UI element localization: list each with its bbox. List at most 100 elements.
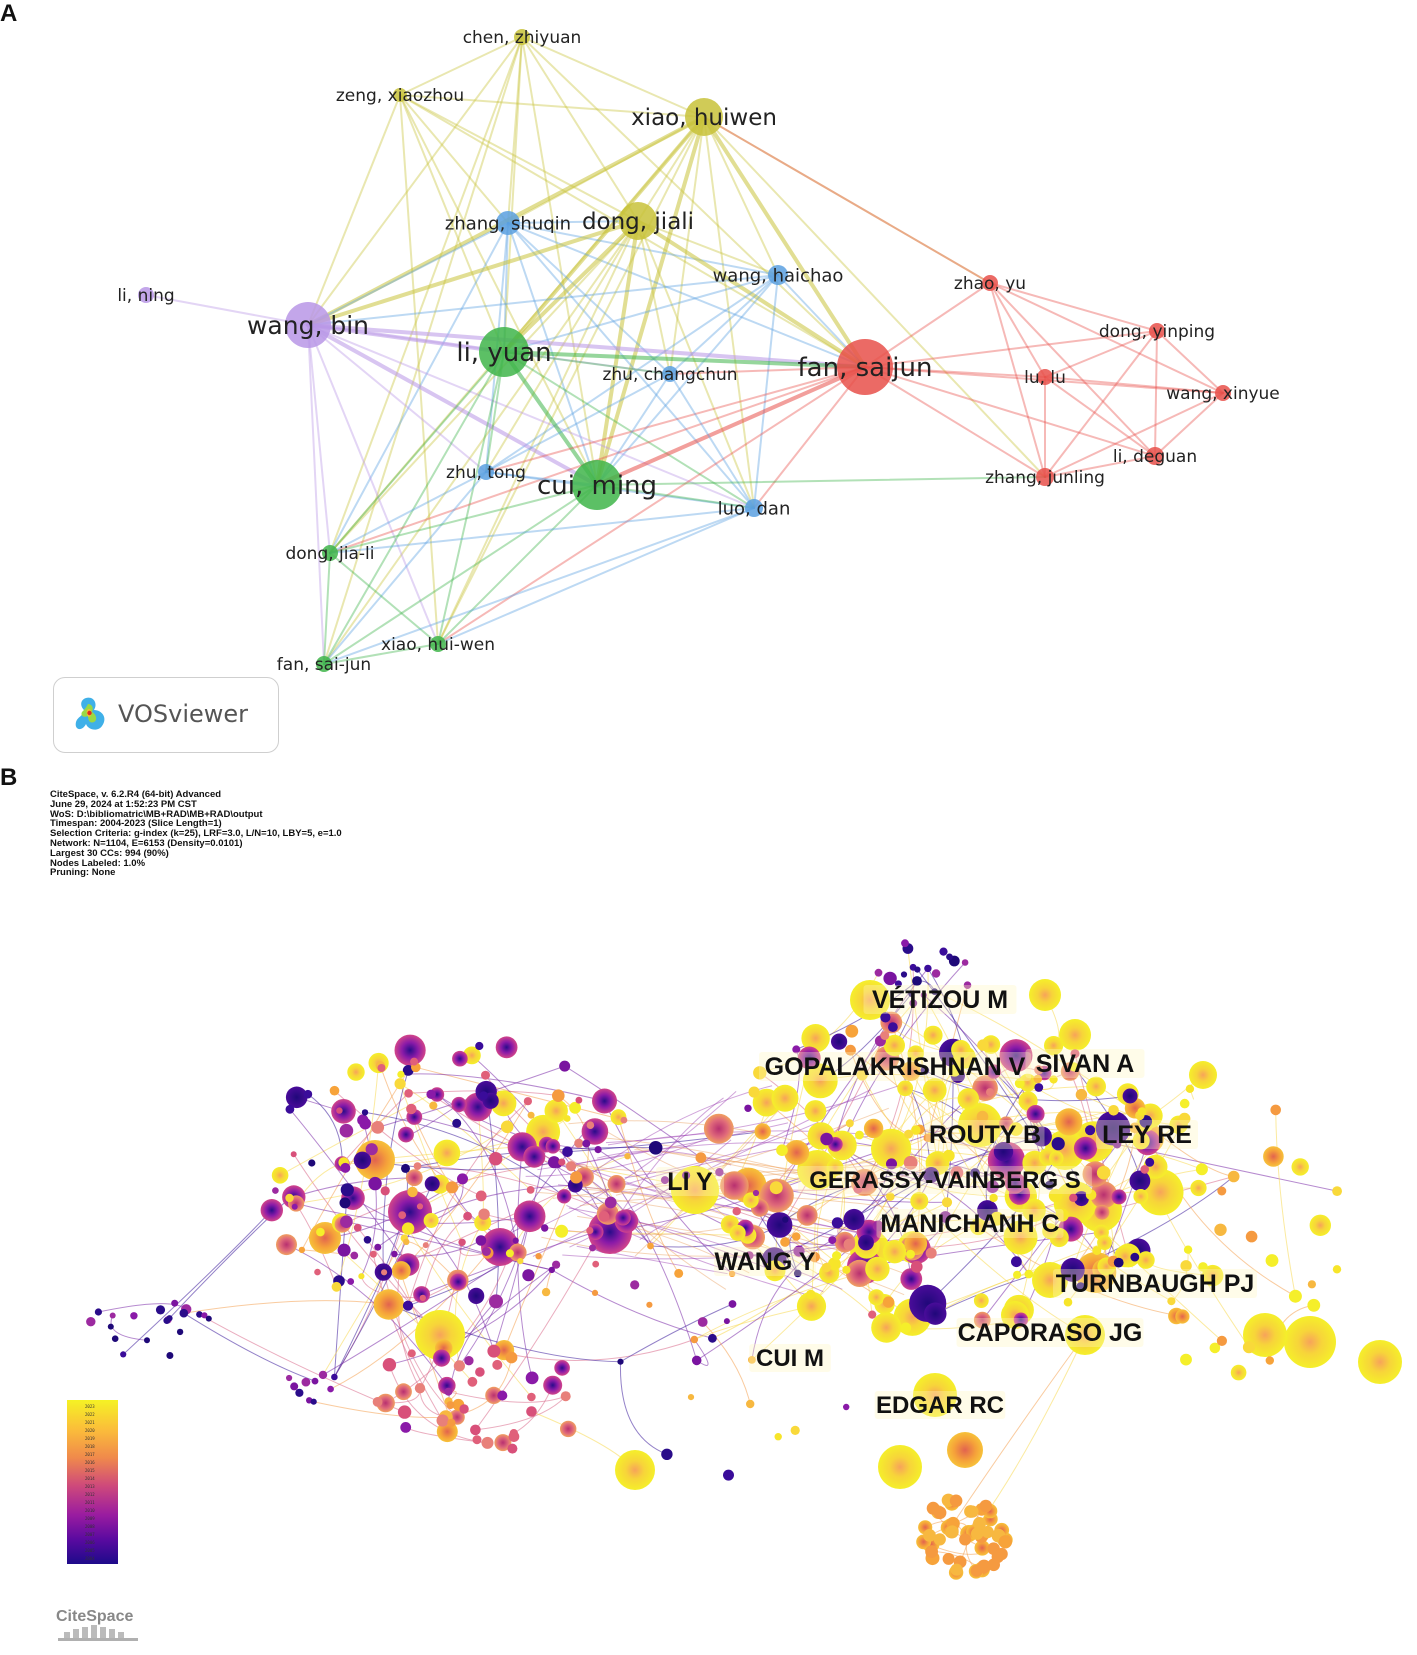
meta-line: Nodes Labeled: 1.0% xyxy=(50,857,146,869)
cs-node xyxy=(940,1519,957,1536)
cs-link xyxy=(932,1508,1002,1555)
cs-node xyxy=(901,1061,921,1081)
cs-link xyxy=(552,1161,913,1199)
vos-node xyxy=(837,339,893,395)
cs-node xyxy=(762,1247,787,1272)
cs-link xyxy=(937,1070,956,1203)
cs-node xyxy=(906,1249,915,1259)
cs-link xyxy=(755,1116,983,1194)
cs-node xyxy=(863,1118,884,1139)
cs-link xyxy=(1275,1109,1296,1297)
cs-link xyxy=(397,1238,421,1389)
cs-node xyxy=(953,1555,967,1569)
cs-node xyxy=(923,1133,932,1142)
cs-node xyxy=(784,1140,810,1165)
cs-label-bg xyxy=(863,985,1017,1014)
cs-link xyxy=(295,1203,337,1287)
vosviewer-badge-text: VOSviewer xyxy=(118,700,249,728)
cs-link xyxy=(702,1321,751,1405)
cs-node xyxy=(691,1355,702,1366)
cs-node xyxy=(475,1080,497,1103)
vos-link xyxy=(485,373,671,473)
vos-link xyxy=(989,282,1158,332)
cs-node xyxy=(303,1089,313,1099)
cs-node xyxy=(846,1259,874,1287)
vos-link xyxy=(703,116,1046,478)
cs-node xyxy=(871,1312,902,1343)
cs-link xyxy=(751,1239,833,1360)
cs-link xyxy=(841,962,966,1146)
cs-node xyxy=(1113,1140,1122,1149)
vos-link xyxy=(1154,392,1224,457)
cs-node xyxy=(1078,1188,1122,1232)
cs-node xyxy=(359,1117,372,1130)
cs-node xyxy=(301,1377,311,1387)
cs-node xyxy=(548,1156,561,1169)
cs-link xyxy=(604,1100,733,1275)
legend-year-tick: 2019 xyxy=(85,1436,95,1441)
cs-link xyxy=(1100,1172,1107,1267)
cs-link xyxy=(865,1197,1074,1243)
cs-node xyxy=(807,1122,835,1150)
cs-node xyxy=(886,1192,895,1201)
vos-link xyxy=(669,116,705,375)
cs-node xyxy=(591,1289,599,1296)
cs-link xyxy=(1269,1304,1314,1361)
cs-link xyxy=(372,1254,444,1421)
cs-node xyxy=(1073,1191,1089,1207)
cs-link xyxy=(529,1091,737,1233)
cs-link xyxy=(927,1157,1057,1304)
cs-link xyxy=(693,1339,709,1366)
cs-link xyxy=(908,1085,1097,1135)
cs-node xyxy=(981,1525,994,1539)
cs-link xyxy=(379,1065,511,1254)
cs-node xyxy=(492,1359,503,1370)
cs-node xyxy=(1055,1108,1083,1136)
cs-label-bg xyxy=(1053,1269,1257,1298)
cs-link xyxy=(748,1167,836,1187)
cs-link xyxy=(616,1097,724,1219)
vos-link xyxy=(502,350,867,369)
vos-node-label: li, yuan xyxy=(456,338,551,368)
cs-node xyxy=(941,1493,956,1508)
cs-node xyxy=(843,1208,865,1231)
cs-link xyxy=(293,1153,441,1336)
vos-link xyxy=(1044,455,1156,478)
cs-link xyxy=(820,1073,991,1093)
vos-link xyxy=(399,94,509,224)
vos-node-label: dong, yinping xyxy=(1099,322,1215,342)
cs-link xyxy=(576,1245,728,1275)
cs-node xyxy=(941,1197,953,1208)
cs-node xyxy=(1116,1243,1141,1268)
cs-link xyxy=(592,1136,869,1195)
cs-link xyxy=(541,1158,888,1174)
cs-node xyxy=(201,1312,208,1319)
vos-node xyxy=(393,88,407,102)
cs-link xyxy=(400,1073,605,1102)
cs-node xyxy=(290,1151,297,1158)
cs-node xyxy=(446,1401,455,1410)
cs-node xyxy=(728,1300,737,1308)
cs-node xyxy=(914,966,921,973)
cs-node xyxy=(871,1128,912,1169)
cs-link xyxy=(536,1191,907,1275)
cs-node xyxy=(552,1260,561,1269)
cs-node xyxy=(926,1501,940,1515)
cs-node xyxy=(920,1066,930,1075)
cs-link xyxy=(459,1242,488,1256)
cs-link xyxy=(567,1131,763,1153)
cs-link xyxy=(551,1269,713,1339)
cs-link xyxy=(553,1161,627,1222)
cs-node xyxy=(1284,1316,1336,1368)
cs-link xyxy=(399,1083,463,1243)
vos-link xyxy=(323,643,439,665)
cs-link xyxy=(1073,1066,1141,1181)
vos-link xyxy=(636,219,867,369)
cs-node xyxy=(797,1046,821,1070)
cs-label-bg xyxy=(1096,1120,1198,1149)
vos-node-label: zhu, tong xyxy=(446,463,526,483)
cs-node xyxy=(558,1158,566,1166)
cs-link xyxy=(965,1505,987,1572)
cs-node xyxy=(1022,1198,1046,1223)
cs-link xyxy=(919,1128,1148,1143)
